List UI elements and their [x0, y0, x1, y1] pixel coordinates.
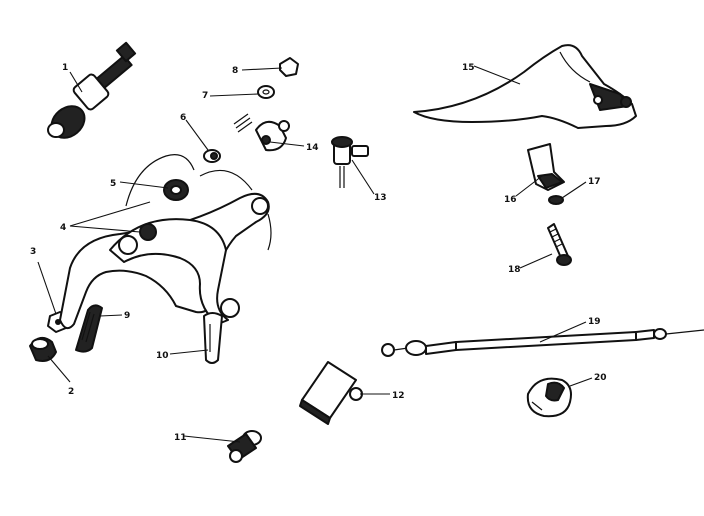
- callout-8: 8: [232, 66, 238, 76]
- caliper-arm-assembly: [59, 192, 272, 330]
- part-8-nut: [279, 57, 299, 77]
- callout-18: 18: [508, 265, 521, 275]
- callout-13: 13: [374, 193, 387, 203]
- callout-20: 20: [594, 373, 607, 383]
- part-10-brake-shoe: [203, 312, 223, 364]
- callout-11: 11: [174, 433, 187, 443]
- part-15-brake-lever: [413, 44, 637, 129]
- callout-15: 15: [462, 63, 475, 73]
- callout-14: 14: [306, 143, 319, 153]
- callout-1: 1: [62, 63, 68, 73]
- callout-labels: 1 2 3 4 5 6 7 8 9 10 11 12 13 14 15 16 1…: [30, 63, 607, 443]
- callout-2: 2: [68, 387, 74, 397]
- callout-16: 16: [504, 195, 517, 205]
- callout-19: 19: [588, 317, 601, 327]
- part-11-cable-bolt: [227, 430, 262, 463]
- part-13-barrel-adjuster: [331, 136, 369, 188]
- part-17-screw: [548, 195, 564, 205]
- part-1-brake-bolt: [47, 41, 137, 139]
- part-9-brake-shoe: [75, 304, 103, 353]
- part-7-washer: [257, 85, 275, 99]
- part-14-straddle-clamp: [255, 120, 290, 152]
- callout-7: 7: [202, 91, 208, 101]
- callout-5: 5: [110, 179, 116, 189]
- part-16-lever-clip: [527, 143, 565, 191]
- callout-9: 9: [124, 311, 130, 321]
- callout-3: 3: [30, 247, 36, 257]
- part-19-brake-cable: [381, 328, 704, 357]
- part-6-washer-spacer: [203, 149, 221, 163]
- callout-6: 6: [180, 113, 186, 123]
- part-5-spring: [125, 154, 253, 207]
- part-20-cable-clamp: [526, 377, 572, 418]
- callout-17: 17: [588, 177, 601, 187]
- part-18-bolt: [547, 223, 572, 266]
- part-screw-small: [233, 113, 253, 133]
- callout-10: 10: [156, 351, 169, 361]
- callout-4: 4: [60, 223, 66, 233]
- part-12-adjuster-block: [299, 361, 363, 425]
- part-centre-washer: [163, 179, 189, 201]
- part-2-acorn-nut: [29, 336, 57, 362]
- callout-leader-lines: [37, 65, 593, 443]
- callout-12: 12: [392, 391, 405, 401]
